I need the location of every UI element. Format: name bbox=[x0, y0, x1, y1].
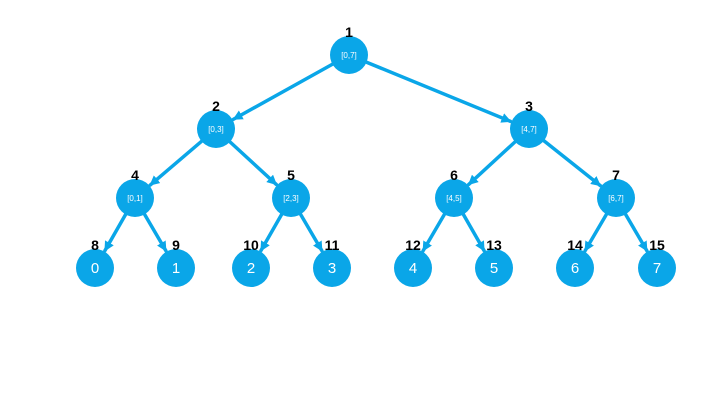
edge-2-5 bbox=[228, 140, 279, 187]
edges-layer bbox=[103, 60, 649, 253]
node-index-label: 9 bbox=[172, 237, 180, 253]
edge-2-4 bbox=[148, 139, 204, 187]
tree-node-9: 19 bbox=[157, 237, 195, 287]
edge-5-11 bbox=[298, 212, 324, 253]
node-index-label: 1 bbox=[345, 24, 353, 40]
node-index-label: 3 bbox=[525, 98, 533, 114]
tree-node-13: 513 bbox=[475, 237, 513, 287]
tree-node-1: [0,7] 1 bbox=[330, 24, 368, 74]
tree-node-12: 412 bbox=[394, 237, 432, 287]
node-value-label: 4 bbox=[409, 260, 417, 277]
edge-4-9 bbox=[142, 212, 168, 253]
node-interval-label: [6,7] bbox=[608, 194, 624, 203]
tree-node-10: 210 bbox=[232, 237, 270, 287]
node-value-label: 2 bbox=[247, 260, 255, 277]
edge-6-12 bbox=[421, 212, 447, 253]
node-circle bbox=[638, 249, 676, 287]
node-interval-label: [4,5] bbox=[446, 194, 462, 203]
node-value-label: 0 bbox=[91, 260, 99, 277]
node-index-label: 15 bbox=[649, 237, 665, 253]
node-circle bbox=[475, 249, 513, 287]
node-index-label: 13 bbox=[486, 237, 502, 253]
node-index-label: 12 bbox=[405, 237, 421, 253]
node-value-label: 3 bbox=[328, 260, 336, 277]
node-circle bbox=[330, 36, 368, 74]
node-index-label: 14 bbox=[567, 237, 583, 253]
node-circle bbox=[313, 249, 351, 287]
node-index-label: 5 bbox=[287, 167, 295, 183]
edge-1-3 bbox=[364, 60, 513, 124]
tree-node-11: 311 bbox=[313, 237, 351, 287]
node-index-label: 10 bbox=[243, 237, 259, 253]
tree-node-3: [4,7] 3 bbox=[510, 98, 548, 148]
edge-5-10 bbox=[259, 212, 284, 253]
node-circle bbox=[157, 249, 195, 287]
node-index-label: 7 bbox=[612, 167, 620, 183]
node-interval-label: [0,7] bbox=[341, 51, 357, 60]
tree-node-5: [2,3] 5 bbox=[272, 167, 310, 217]
edge-4-8 bbox=[103, 212, 128, 253]
node-interval-label: [0,1] bbox=[127, 194, 143, 203]
node-value-label: 1 bbox=[172, 260, 180, 277]
node-circle bbox=[556, 249, 594, 287]
node-interval-label: [2,3] bbox=[283, 194, 299, 203]
node-circle bbox=[510, 110, 548, 148]
edge-6-13 bbox=[461, 212, 486, 253]
node-index-label: 4 bbox=[131, 167, 139, 183]
node-index-label: 2 bbox=[212, 98, 220, 114]
node-circle bbox=[76, 249, 114, 287]
tree-node-14: 614 bbox=[556, 237, 594, 287]
node-index-label: 11 bbox=[325, 237, 340, 253]
node-circle bbox=[232, 249, 270, 287]
node-index-label: 6 bbox=[450, 167, 458, 183]
tree-node-7: [6,7] 7 bbox=[597, 167, 635, 217]
edge-3-7 bbox=[542, 139, 603, 188]
node-value-label: 5 bbox=[490, 260, 498, 277]
tree-node-6: [4,5] 6 bbox=[435, 167, 473, 217]
tree-node-4: [0,1] 4 bbox=[116, 167, 154, 217]
node-circle bbox=[272, 179, 310, 217]
node-circle bbox=[394, 249, 432, 287]
node-circle bbox=[597, 179, 635, 217]
tree-node-15: 715 bbox=[638, 237, 676, 287]
edge-3-6 bbox=[466, 140, 517, 187]
node-circle bbox=[435, 179, 473, 217]
edge-1-2 bbox=[231, 62, 335, 122]
tree-node-8: 08 bbox=[76, 237, 114, 287]
node-value-label: 6 bbox=[571, 260, 579, 277]
node-circle bbox=[197, 110, 235, 148]
node-interval-label: [0,3] bbox=[208, 125, 224, 134]
tree-node-2: [0,3] 2 bbox=[197, 98, 235, 148]
node-index-label: 8 bbox=[91, 237, 99, 253]
node-interval-label: [4,7] bbox=[521, 125, 537, 134]
node-circle bbox=[116, 179, 154, 217]
node-value-label: 7 bbox=[653, 260, 661, 277]
edge-7-14 bbox=[583, 212, 609, 253]
edge-7-15 bbox=[623, 212, 649, 253]
nodes-layer: [0,7] 1 [0,3] 2 [4,7] 3 [0,1] 4 [2,3] 5 [4,5] 6 [6,7… bbox=[76, 24, 676, 287]
